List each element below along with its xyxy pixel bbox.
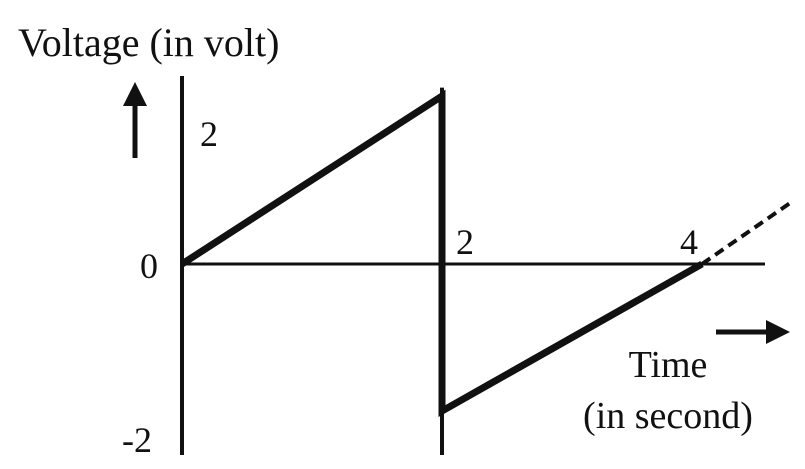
x-axis-title-line1: Time: [629, 344, 708, 386]
y-axis-title: Voltage (in volt): [18, 20, 279, 65]
series-solid-waveform: [180, 89, 704, 417]
y-tick-label-minus-2: -2: [122, 420, 152, 460]
y-tick-label-0: 0: [140, 246, 158, 286]
y-tick-label-2: 2: [200, 114, 218, 154]
x-axis-arrow-icon: [716, 320, 790, 344]
x-tick-label-2: 2: [456, 222, 474, 262]
x-tick-label-4: 4: [680, 222, 698, 262]
series-dashed-continuation: [700, 199, 795, 266]
y-axis-arrow-icon: [123, 82, 147, 158]
x-axis-title-line2: (in second): [583, 395, 753, 437]
